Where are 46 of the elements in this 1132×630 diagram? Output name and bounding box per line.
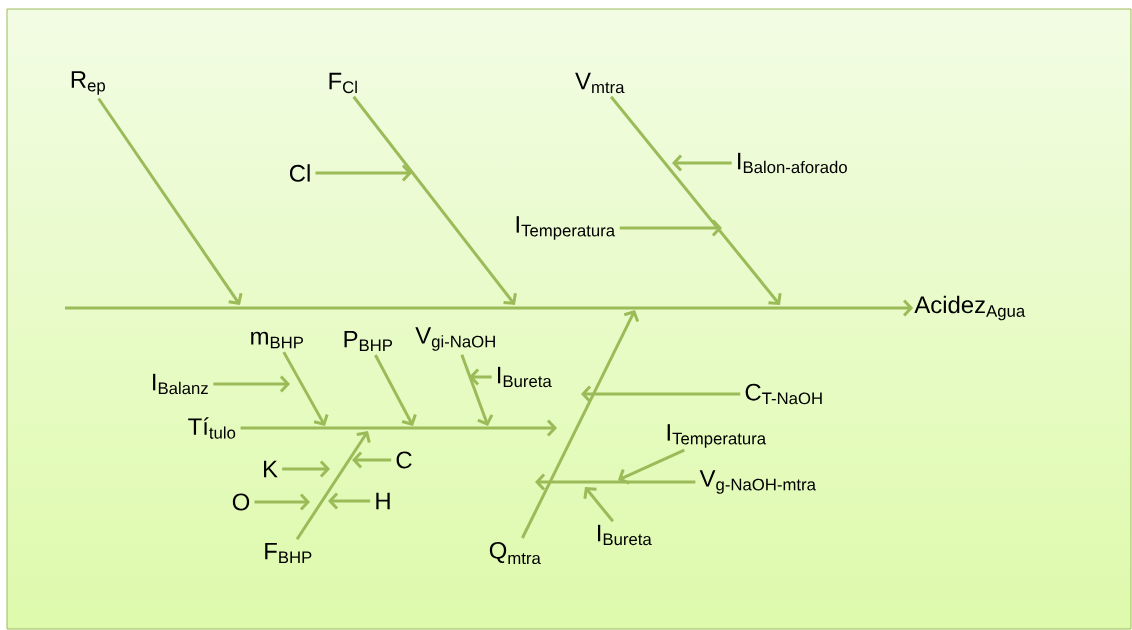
arrow [619, 219, 722, 237]
cause-label: $\text{m}_{\text{BHP}}$ [251, 331, 304, 349]
arrow [213, 375, 290, 393]
cause-label: C [396, 451, 412, 469]
arrow [672, 154, 732, 172]
arrow [282, 460, 330, 478]
cause-label: $\text{I}_{\text{Balon-aforado}}$ [738, 152, 847, 174]
cause-label: $\text{F}_{\text{BHP}}$ [265, 542, 312, 564]
arrow [535, 473, 696, 491]
arrow [328, 492, 371, 510]
cause-label: $\text{V}_{\text{gi-NaOH}}$ [415, 327, 495, 351]
arrow [282, 351, 329, 426]
arrow [295, 431, 371, 541]
cause-label: $\text{V}_{\text{mtra}}$ [575, 72, 625, 94]
cause-label: $\text{Acidez}_{\text{Agua}}$ [914, 295, 1026, 321]
arrow [618, 448, 685, 485]
cause-label: O [232, 493, 250, 511]
cause-label: $\text{I}_{\text{Temperatura}}$ [516, 216, 616, 240]
arrow [581, 385, 741, 403]
cause-label: $\text{P}_{\text{BHP}}$ [344, 330, 393, 352]
cause-label: $\text{I}_{\text{Balanz}}$ [153, 373, 208, 395]
arrow [521, 310, 640, 539]
arrow [254, 493, 310, 511]
arrow [240, 419, 557, 437]
cause-label: $\text{Q}_{\text{mtra}}$ [489, 541, 541, 565]
cause-label: $\text{V}_{\text{g-NaOH-mtra}}$ [699, 470, 816, 494]
arrow [583, 487, 615, 523]
cause-label: H [376, 492, 390, 510]
cause-label: K [264, 460, 278, 478]
cause-label: $\text{I}_{\text{Temperatura}}$ [667, 424, 767, 448]
arrow [65, 299, 914, 317]
cause-label: $\text{Tí}_{\text{tulo}}$ [188, 417, 236, 439]
cause-label: $\text{F}_{\text{Cl}}$ [329, 72, 357, 94]
arrow [352, 451, 392, 469]
arrow [469, 368, 492, 386]
arrow [97, 97, 243, 305]
cause-label: $\text{I}_{\text{Bureta}}$ [598, 524, 652, 546]
cause-label: $\text{R}_{\text{ep}}$ [71, 71, 105, 95]
cause-label: $\text{C}_{\text{T-NaOH}}$ [745, 383, 822, 405]
arrow [352, 95, 517, 305]
arrow [609, 95, 782, 305]
cause-label: Cl [289, 164, 310, 182]
cause-label: $\text{I}_{\text{Bureta}}$ [498, 366, 552, 388]
arrow [374, 354, 417, 426]
arrow [460, 354, 494, 426]
arrow [315, 164, 412, 182]
